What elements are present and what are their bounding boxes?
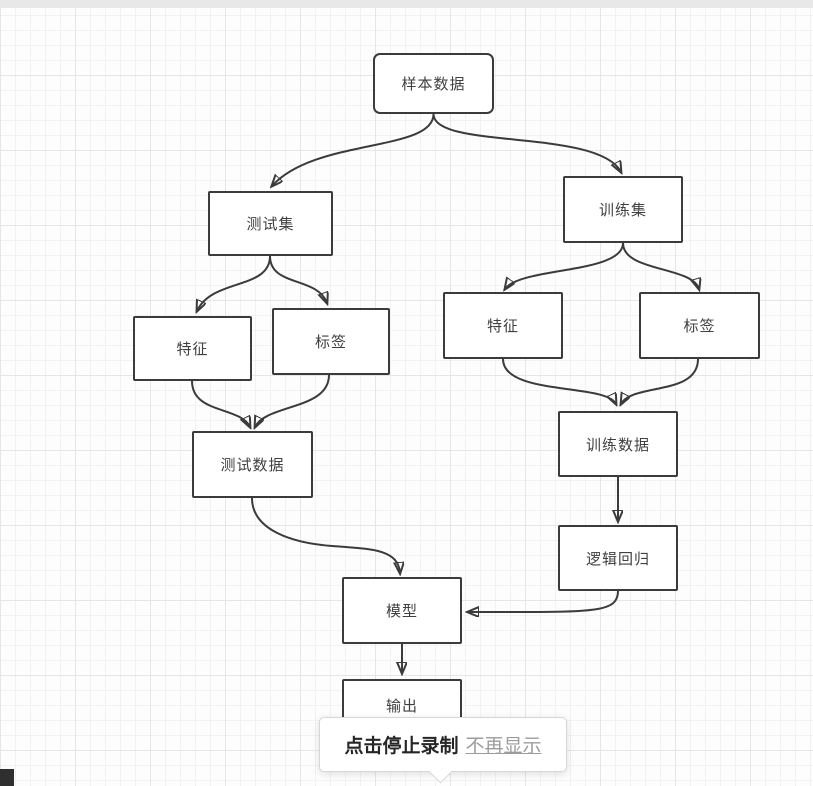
node-logistic-regression[interactable]: 逻辑回归	[558, 525, 678, 591]
partial-shape-bottom-left	[0, 769, 14, 786]
node-model[interactable]: 模型	[342, 577, 462, 644]
node-label: 特征	[486, 318, 519, 335]
node-label: 测试数据	[220, 457, 285, 474]
node-train-data[interactable]: 训练数据	[558, 411, 678, 477]
edge-test-set-to-test-features[interactable]	[197, 255, 271, 311]
node-train-labels[interactable]: 标签	[639, 292, 760, 359]
edge-logistic-to-model[interactable]	[468, 590, 619, 612]
edge-train-set-to-train-labels[interactable]	[622, 242, 699, 289]
node-test-labels[interactable]: 标签	[272, 308, 390, 375]
node-label: 输出	[385, 698, 418, 715]
edge-test-labels-to-test-data[interactable]	[255, 374, 330, 427]
node-test-set[interactable]: 测试集	[208, 191, 333, 256]
recording-tooltip: 点击停止录制 不再显示	[319, 717, 567, 784]
node-sample-data[interactable]: 样本数据	[373, 53, 494, 114]
edge-test-features-to-test-data[interactable]	[191, 380, 250, 427]
edge-train-set-to-train-features[interactable]	[505, 242, 624, 289]
node-test-features[interactable]: 特征	[133, 316, 252, 381]
edge-test-set-to-test-labels[interactable]	[269, 255, 327, 303]
node-label: 模型	[385, 603, 418, 620]
edge-sample-to-test-set[interactable]	[272, 113, 435, 186]
node-label: 测试集	[246, 216, 295, 233]
edge-train-features-to-train-data[interactable]	[502, 358, 616, 404]
edge-sample-to-train-set[interactable]	[432, 113, 622, 172]
node-label: 训练数据	[585, 436, 650, 454]
edge-train-labels-to-train-data[interactable]	[621, 358, 699, 404]
edge-test-data-to-model[interactable]	[251, 497, 400, 573]
node-label: 标签	[683, 318, 716, 335]
node-label: 训练集	[598, 202, 647, 219]
node-label: 标签	[314, 334, 347, 351]
node-label: 逻辑回归	[585, 550, 650, 568]
node-label: 特征	[176, 341, 209, 358]
node-label: 样本数据	[401, 76, 466, 93]
node-train-set[interactable]: 训练集	[563, 176, 683, 243]
node-train-features[interactable]: 特征	[443, 292, 563, 359]
node-test-data[interactable]: 测试数据	[192, 431, 313, 498]
stop-recording-message: 点击停止录制	[344, 736, 459, 757]
top-edge-bar	[0, 0, 813, 8]
dont-show-again-link[interactable]: 不再显示	[465, 736, 542, 757]
